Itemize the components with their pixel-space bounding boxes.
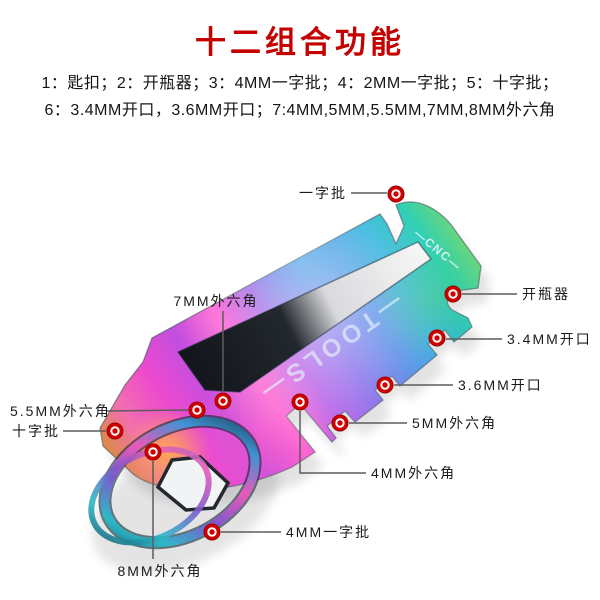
callout-label-bottle-opener: 开瓶器	[522, 286, 570, 302]
callout-label-hex-5mm: 5MM外六角	[412, 415, 498, 431]
callout-label-flathead-4mm: 4MM一字批	[286, 524, 372, 540]
callout-label-flathead-driver: 一字批	[299, 185, 347, 201]
annotation-layer	[63, 185, 517, 559]
marker-dot-hex-8mm	[144, 443, 162, 461]
callout-label-hex-7mm: 7MM外六角	[173, 293, 259, 309]
callout-label-open-wrench-3-4mm: 3.4MM开口	[507, 331, 592, 347]
marker-dot-bottle-opener	[444, 285, 462, 303]
feature-list-line-2: 6：3.4MM开口，3.6MM开口；7:4MM,5MM,5.5MM,7MM,8M…	[44, 102, 556, 119]
marker-dot-phillips-driver	[106, 422, 124, 440]
marker-dot-hex-4mm	[291, 393, 309, 411]
feature-list-line-1: 1：匙扣；2：开瓶器；3：4MM一字批；4：2MM一字批；5：十字批；	[41, 75, 559, 92]
callout-line-hex-5-5mm	[105, 409, 189, 412]
carabiner-opening	[176, 241, 433, 393]
marker-dot-open-wrench-3-4mm	[428, 329, 446, 347]
marker-dot-flathead-4mm	[203, 523, 221, 541]
marker-dot-hex-7mm	[214, 392, 232, 410]
marker-dot-flathead-driver	[387, 185, 405, 203]
marker-dot-hex-5-5mm	[188, 401, 206, 419]
marker-dot-hex-5mm	[331, 414, 349, 432]
callout-label-hex-8mm: 8MM外六角	[117, 563, 203, 579]
marker-dot-open-wrench-3-6mm	[376, 376, 394, 394]
page-title: 十二组合功能	[195, 25, 405, 60]
callout-label-phillips-driver: 十字批	[12, 423, 60, 439]
callout-label-hex-4mm: 4MM外六角	[371, 465, 457, 481]
callout-label-open-wrench-3-6mm: 3.6MM开口	[458, 377, 543, 393]
callout-line-hex-4mm	[299, 411, 366, 474]
keyring-coil	[88, 446, 212, 546]
callout-label-hex-5-5mm: 5.5MM外六角	[10, 403, 111, 419]
